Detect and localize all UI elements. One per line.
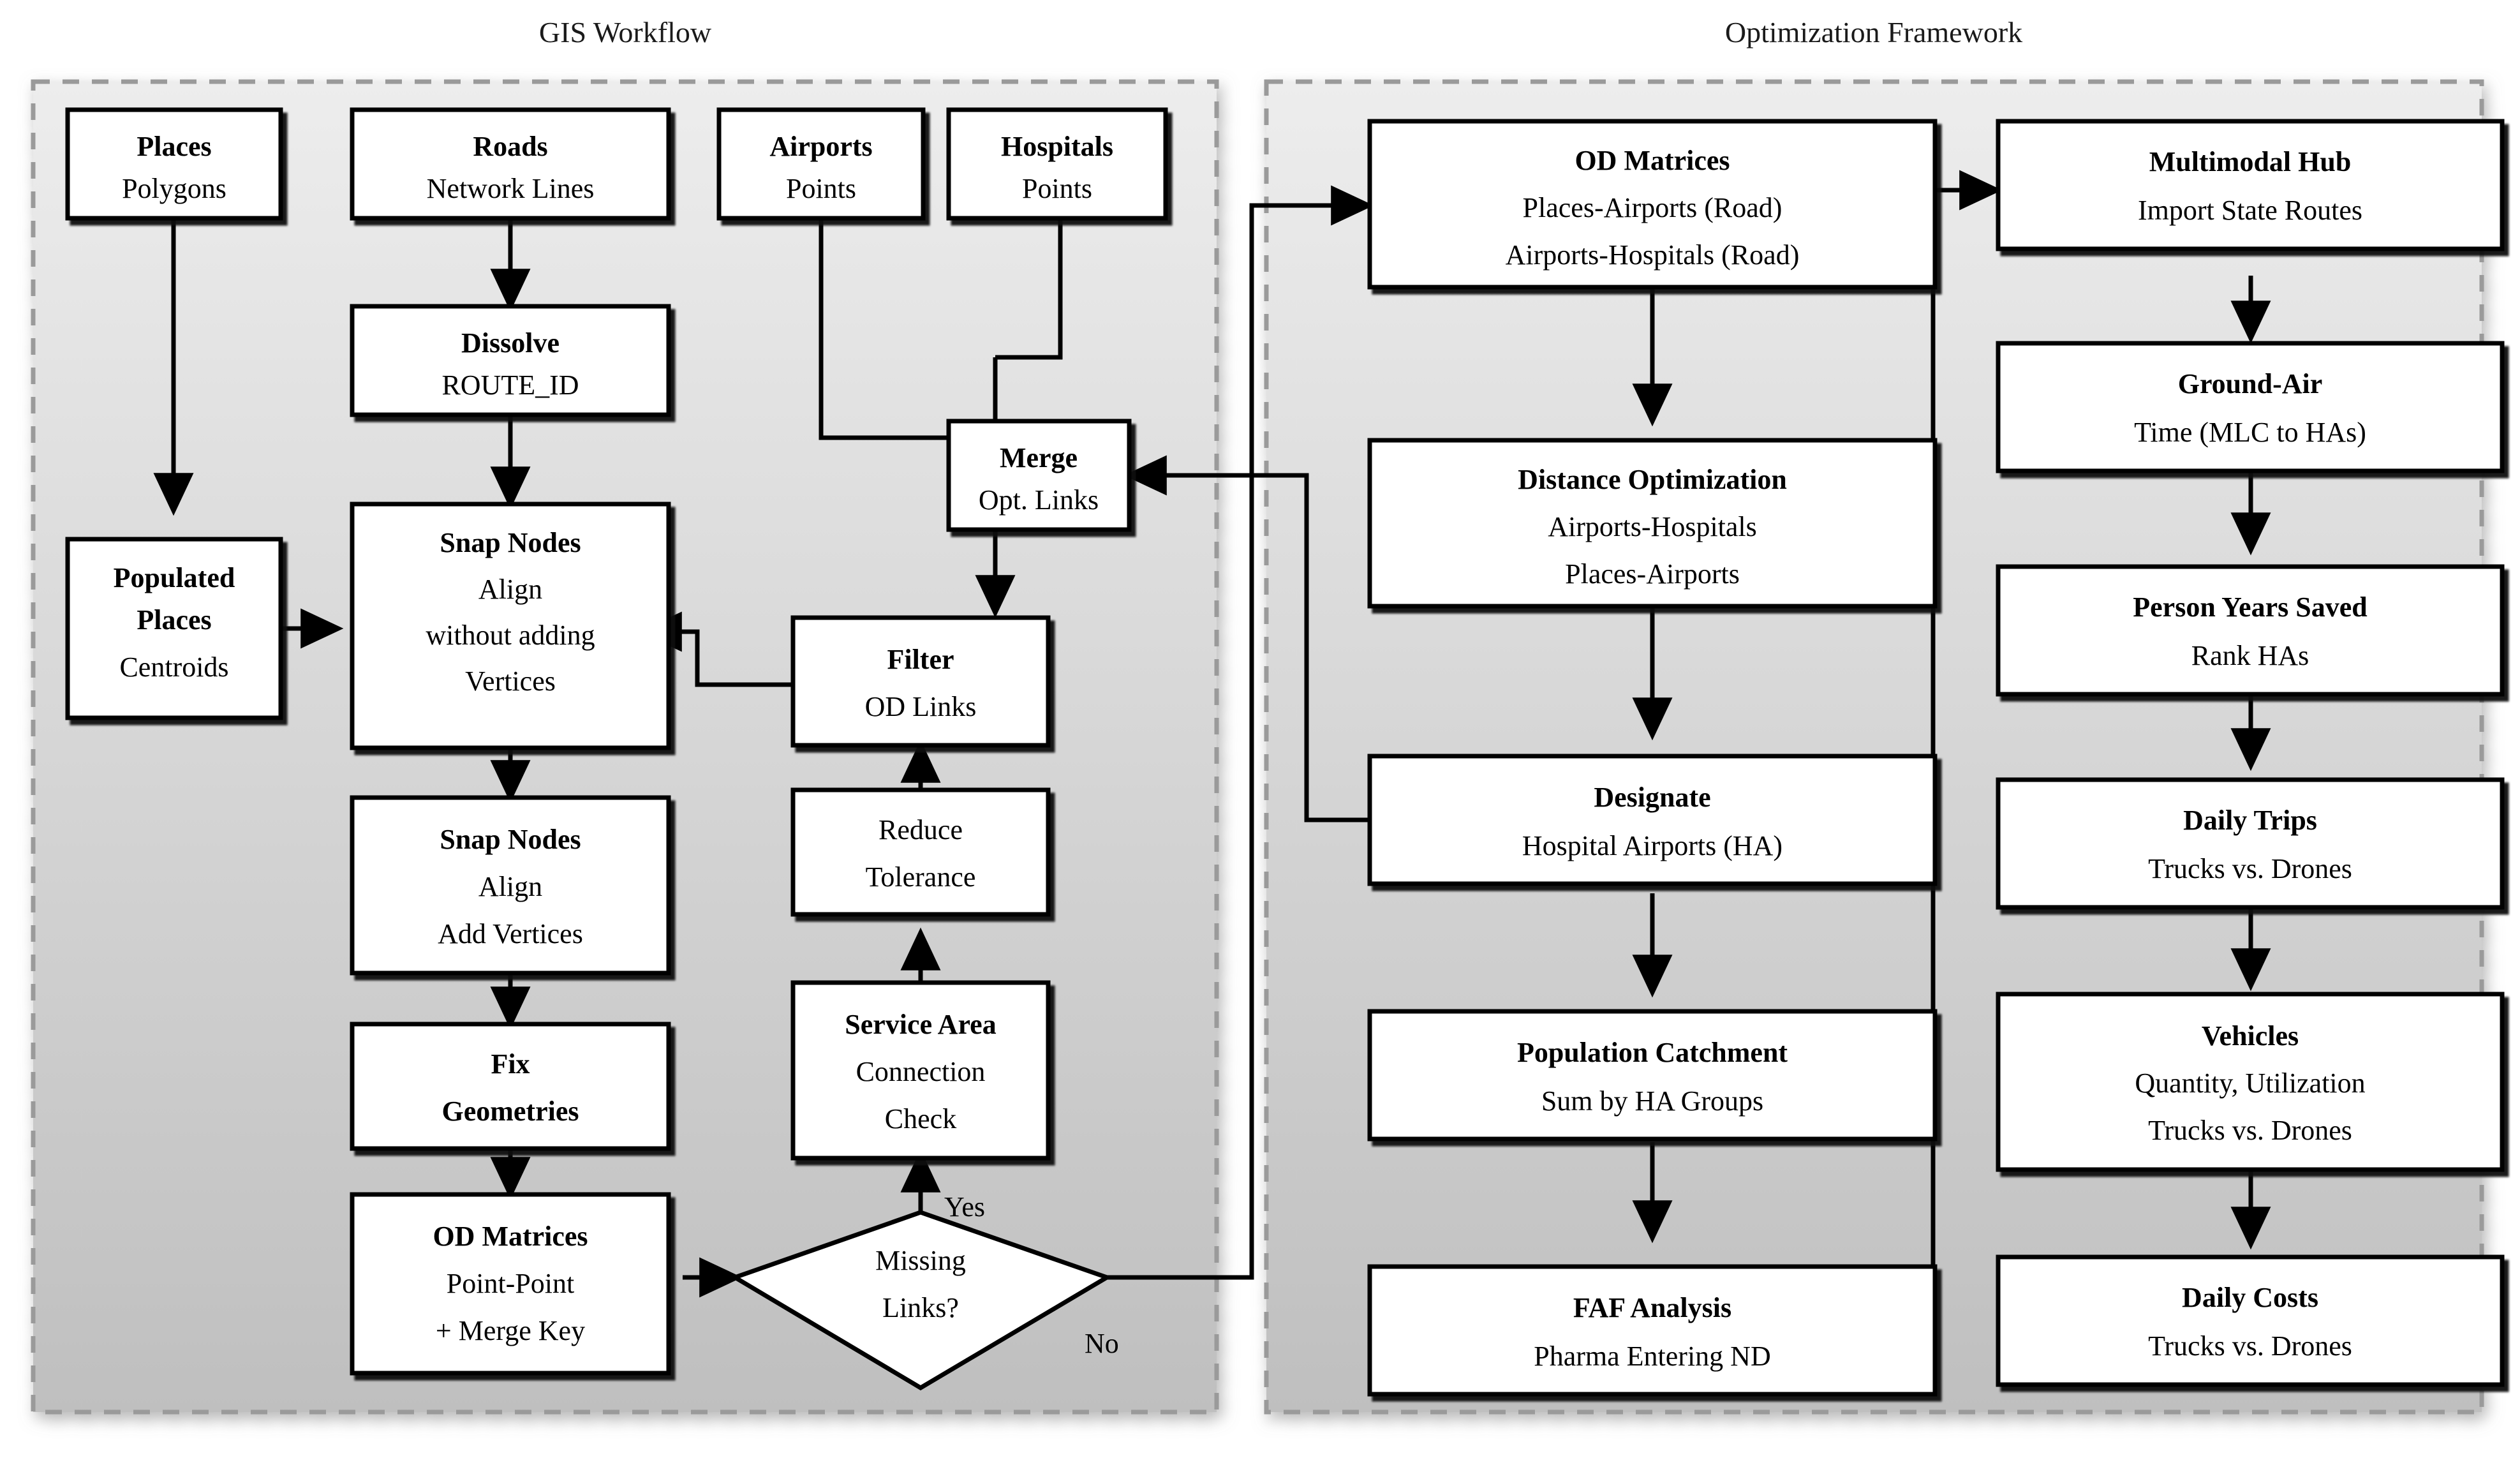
node-od-matrices-opt-line-1: Airports-Hospitals (Road)	[1506, 239, 1800, 271]
node-reduce-tolerance-line-1: Tolerance	[866, 861, 976, 893]
node-places-shape[interactable]: Places Polygons	[65, 107, 283, 221]
node-vehicles[interactable]: Vehicles Quantity, Utilization Trucks vs…	[1996, 992, 2505, 1172]
node-airports-title: Airports	[769, 131, 872, 162]
node-hospitals-line-0: Points	[1022, 173, 1092, 204]
node-daily-costs-line-0: Trucks vs. Drones	[2148, 1330, 2352, 1362]
node-distance-optimization-title: Distance Optimization	[1518, 464, 1787, 495]
node-daily-trips-title: Daily Trips	[2183, 805, 2317, 836]
node-ground-air-line-0: Time (MLC to HAs)	[2134, 417, 2366, 448]
node-population-catchment-line-0: Sum by HA Groups	[1541, 1085, 1763, 1117]
node-dissolve-title: Dissolve	[461, 327, 560, 359]
node-snap-nodes-2-line-1: Add Vertices	[438, 918, 583, 949]
node-missing-links-line-0: Missing	[875, 1245, 966, 1276]
panel-optimization: Optimization Framework	[1264, 16, 2484, 1415]
node-person-years-saved[interactable]: Person Years Saved Rank HAs	[1996, 564, 2505, 697]
node-hospitals-title: Hospitals	[1001, 131, 1113, 162]
node-places-title: Places	[137, 131, 211, 162]
edge-label-no: No	[1085, 1328, 1119, 1359]
node-person-years-saved-line-0: Rank HAs	[2191, 640, 2309, 671]
node-places-line-0: Polygons	[122, 173, 226, 204]
node-filter-line-0: OD Links	[865, 691, 977, 722]
node-merge[interactable]: Merge Opt. Links	[946, 419, 1132, 532]
node-snap-nodes-1[interactable]: Snap Nodes Align without adding Vertices	[350, 502, 671, 750]
node-fix-geometries[interactable]: Fix Geometries	[350, 1022, 671, 1151]
node-dissolve-line-0: ROUTE_ID	[441, 369, 579, 401]
node-population-catchment[interactable]: Population Catchment Sum by HA Groups	[1367, 1009, 1938, 1142]
node-od-matrices-opt-title: OD Matrices	[1575, 145, 1730, 176]
node-od-matrices-gis-title: OD Matrices	[433, 1221, 588, 1252]
node-daily-costs-title: Daily Costs	[2182, 1282, 2318, 1313]
node-missing-links-line-1: Links?	[882, 1292, 959, 1323]
node-ground-air[interactable]: Ground-Air Time (MLC to HAs)	[1996, 341, 2505, 473]
panel-optimization-title: Optimization Framework	[1725, 16, 2022, 48]
node-daily-costs[interactable]: Daily Costs Trucks vs. Drones	[1996, 1254, 2505, 1387]
node-populated-places-title-2: Places	[137, 604, 211, 636]
node-snap-nodes-2[interactable]: Snap Nodes Align Add Vertices	[350, 795, 671, 976]
node-service-area-line-1: Check	[885, 1103, 956, 1134]
node-od-matrices-opt[interactable]: OD Matrices Places-Airports (Road) Airpo…	[1367, 119, 1938, 290]
node-reduce-tolerance-line-0: Reduce	[878, 814, 963, 845]
node-designate-line-0: Hospital Airports (HA)	[1522, 830, 1783, 861]
node-snap-nodes-1-line-2: Vertices	[465, 666, 556, 697]
node-snap-nodes-1-line-1: without adding	[426, 620, 595, 651]
node-merge-title: Merge	[1000, 442, 1078, 473]
node-vehicles-line-1: Trucks vs. Drones	[2148, 1115, 2352, 1146]
node-distance-optimization[interactable]: Distance Optimization Airports-Hospitals…	[1367, 438, 1938, 609]
node-daily-trips-line-0: Trucks vs. Drones	[2148, 853, 2352, 884]
node-distance-optimization-line-0: Airports-Hospitals	[1548, 511, 1757, 542]
node-person-years-saved-title: Person Years Saved	[2133, 591, 2367, 623]
node-multimodal-hub[interactable]: Multimodal Hub Import State Routes	[1996, 119, 2505, 251]
node-od-matrices-gis-line-1: + Merge Key	[436, 1315, 585, 1346]
node-fix-geometries-title-2: Geometries	[442, 1096, 579, 1127]
node-ground-air-title: Ground-Air	[2178, 368, 2323, 399]
edge-designate-to-merge	[1123, 455, 1378, 822]
node-populated-places[interactable]: Populated Places Centroids	[65, 537, 283, 720]
node-roads-title: Roads	[473, 131, 547, 162]
node-roads-line-0: Network Lines	[427, 173, 595, 204]
node-od-matrices-opt-line-0: Places-Airports (Road)	[1523, 192, 1783, 223]
node-multimodal-hub-title: Multimodal Hub	[2149, 146, 2352, 177]
node-snap-nodes-2-title: Snap Nodes	[440, 824, 581, 855]
panel-optimization-frame	[1264, 79, 2484, 1415]
node-daily-trips[interactable]: Daily Trips Trucks vs. Drones	[1996, 777, 2505, 910]
node-snap-nodes-1-title: Snap Nodes	[440, 527, 581, 558]
node-merge-line-0: Opt. Links	[979, 484, 1099, 516]
node-populated-places-line-0: Centroids	[119, 651, 228, 683]
node-fix-geometries-title-1: Fix	[491, 1048, 530, 1080]
node-faf-analysis-line-0: Pharma Entering ND	[1534, 1341, 1770, 1372]
node-service-area-line-0: Connection	[856, 1056, 986, 1087]
edge-label-yes: Yes	[944, 1191, 985, 1223]
node-population-catchment-title: Population Catchment	[1517, 1037, 1788, 1068]
node-multimodal-hub-line-0: Import State Routes	[2138, 195, 2362, 226]
node-od-matrices-gis-line-0: Point-Point	[447, 1268, 575, 1299]
node-reduce-tolerance[interactable]: Reduce Tolerance	[790, 787, 1051, 917]
node-faf-analysis[interactable]: FAF Analysis Pharma Entering ND	[1367, 1264, 1938, 1397]
node-vehicles-title: Vehicles	[2202, 1020, 2299, 1052]
node-designate[interactable]: Designate Hospital Airports (HA)	[1367, 754, 1938, 886]
node-designate-title: Designate	[1594, 782, 1710, 813]
node-roads[interactable]: Roads Network Lines	[350, 107, 671, 221]
node-airports[interactable]: Airports Points	[716, 107, 926, 221]
node-od-matrices-gis[interactable]: OD Matrices Point-Point + Merge Key	[350, 1192, 671, 1376]
node-filter[interactable]: Filter OD Links	[790, 615, 1051, 748]
node-hospitals[interactable]: Hospitals Points	[946, 107, 1168, 221]
node-vehicles-line-0: Quantity, Utilization	[2135, 1067, 2365, 1099]
node-dissolve[interactable]: Dissolve ROUTE_ID	[350, 304, 671, 417]
node-populated-places-title-1: Populated	[114, 562, 235, 593]
node-missing-links[interactable]: Missing Links?	[729, 1210, 1113, 1391]
node-snap-nodes-2-line-0: Align	[478, 871, 542, 902]
panel-gis-title: GIS Workflow	[539, 16, 712, 48]
node-service-area-title: Service Area	[845, 1009, 996, 1040]
node-snap-nodes-1-line-0: Align	[478, 574, 542, 605]
node-service-area[interactable]: Service Area Connection Check	[790, 980, 1051, 1161]
node-filter-title: Filter	[887, 644, 954, 675]
node-faf-analysis-title: FAF Analysis	[1573, 1292, 1731, 1323]
node-distance-optimization-line-1: Places-Airports	[1565, 558, 1740, 590]
node-airports-line-0: Points	[786, 173, 856, 204]
edge-missing-links-no-to-od-matrices-opt	[1104, 185, 1374, 1280]
